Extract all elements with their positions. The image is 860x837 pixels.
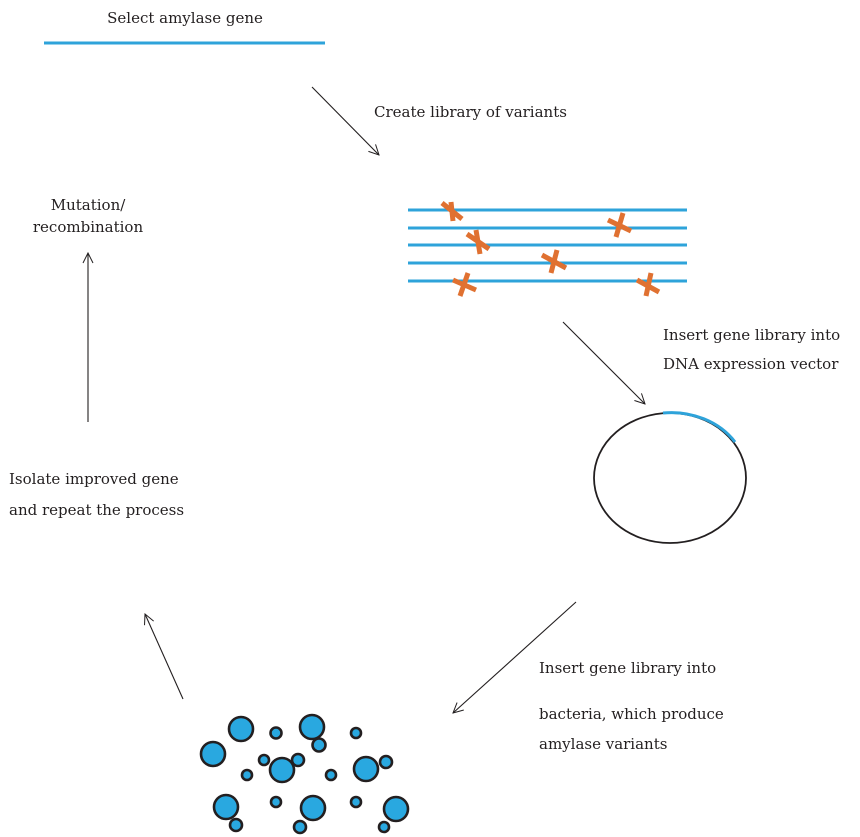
bacterium (212, 793, 240, 821)
insert-bacteria-label-line3: amylase variants (539, 735, 668, 753)
insert-vector-label-line2: DNA expression vector (663, 355, 839, 373)
bacterium (311, 737, 327, 753)
bacterium (349, 795, 363, 809)
insert-vector-label-line1: Insert gene library into (663, 326, 841, 344)
bacterium (228, 817, 244, 833)
isolate-label-line1: Isolate improved gene (9, 470, 179, 488)
bacterium (352, 755, 380, 783)
bacterium (240, 768, 254, 782)
bacterium (268, 756, 296, 784)
expression-vector-plasmid (593, 411, 747, 544)
arrow-isolate-gene (145, 614, 184, 700)
bacterium (378, 754, 394, 770)
bacterium (269, 795, 283, 809)
bacterium (324, 768, 338, 782)
bacterium (292, 819, 308, 835)
gene-variant-library (408, 201, 687, 297)
insert-bacteria-label-line2: bacteria, which produce (539, 705, 724, 723)
insert-bacteria-label-line1: Insert gene library into (539, 659, 717, 677)
select-gene-label: Select amylase gene (107, 9, 263, 27)
arrow-create-library (311, 86, 379, 155)
inserted-gene-segment (662, 411, 737, 443)
plasmid-ring (593, 412, 747, 544)
isolate-label-line2: and repeat the process (9, 501, 185, 519)
mutation-marker (635, 272, 661, 297)
mutation-marker (540, 249, 568, 274)
bacterium (227, 715, 255, 743)
bacteria-colony (199, 713, 410, 835)
bacterium (382, 795, 410, 823)
bacterium (349, 726, 363, 740)
mutation-label-line1: Mutation/ (50, 196, 126, 214)
bacterium (199, 740, 227, 768)
bacterium (257, 753, 271, 767)
mutation-marker (452, 272, 477, 297)
arrow-insert-vector (562, 321, 645, 404)
bacterium (269, 726, 283, 740)
bacterium (299, 794, 327, 822)
bacterium (290, 752, 306, 768)
mutation-marker (465, 229, 491, 255)
bacterium (298, 713, 326, 741)
mutation-label-line2: recombination (32, 218, 144, 236)
create-library-label: Create library of variants (374, 103, 567, 121)
arrow-insert-bacteria (453, 601, 577, 713)
mutation-marker (606, 212, 633, 238)
mutation-marker (440, 201, 464, 222)
bacterium (377, 820, 391, 834)
